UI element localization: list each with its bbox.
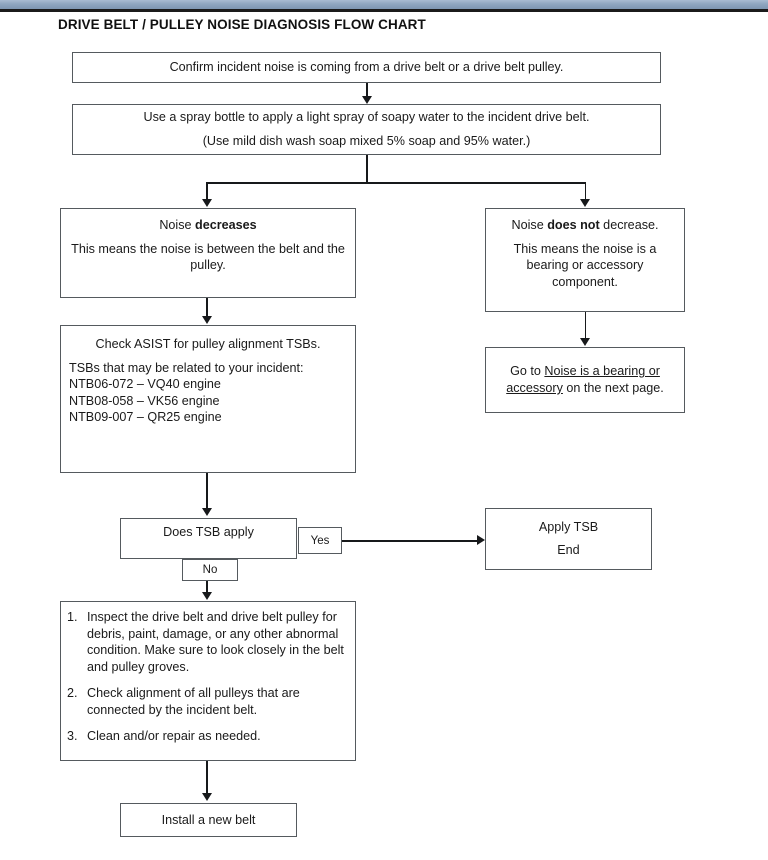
node-apply-soapy-water-line2: (Use mild dish wash soap mixed 5% soap a…: [202, 133, 531, 148]
connector-no-to-inspect: [206, 581, 208, 593]
connector-split-right-drop: [584, 182, 587, 200]
node-noise-decreases-heading-bold: decreases: [195, 218, 257, 232]
connector-spray-stem: [366, 155, 368, 183]
list-item-number: 2.: [67, 686, 78, 701]
node-noise-decreases-body: This means the noise is between the belt…: [71, 241, 345, 273]
page-title: DRIVE BELT / PULLEY NOISE DIAGNOSIS FLOW…: [58, 17, 426, 32]
decision-label-yes-text: Yes: [310, 534, 330, 547]
connector-yes-to-apply-tsb: [342, 540, 478, 542]
node-apply-tsb-end: Apply TSB End: [485, 508, 652, 570]
node-does-tsb-apply-text: Does TSB apply: [163, 525, 254, 539]
node-noise-decreases: Noise decreases This means the noise is …: [60, 208, 356, 298]
node-goto-next-page-link[interactable]: Noise is a bearing or accessory: [506, 364, 660, 395]
node-goto-next-page: Go to Noise is a bearing or accessory on…: [485, 347, 685, 413]
node-apply-soapy-water: Use a spray bottle to apply a light spra…: [72, 104, 661, 155]
connector-nodecrease-to-goto: [584, 312, 587, 338]
node-apply-soapy-water-line1: Use a spray bottle to apply a light spra…: [143, 110, 590, 125]
node-confirm-noise: Confirm incident noise is coming from a …: [72, 52, 661, 83]
arrowhead-no-to-inspect: [201, 592, 212, 600]
connector-inspect-to-install: [206, 761, 208, 794]
node-noise-does-not-decrease: Noise does not decrease. This means the …: [485, 208, 685, 312]
arrowhead-inspect-to-install: [201, 793, 212, 801]
node-noise-does-not-decrease-body: This means the noise is a bearing or acc…: [513, 241, 657, 289]
list-item-text: Inspect the drive belt and drive belt pu…: [87, 610, 344, 675]
node-goto-next-page-prefix: Go to: [510, 364, 545, 379]
list-item-text: Check alignment of all pulleys that are …: [87, 686, 300, 718]
node-noise-decreases-heading-prefix: Noise: [159, 218, 196, 232]
node-check-asist-intro: TSBs that may be related to your inciden…: [69, 360, 304, 375]
list-item-number: 3.: [67, 729, 78, 744]
node-inspection-steps: 1. Inspect the drive belt and drive belt…: [60, 601, 356, 761]
node-does-tsb-apply: Does TSB apply: [120, 518, 297, 559]
node-apply-tsb-line1: Apply TSB: [538, 519, 599, 534]
node-check-asist-tsb-1: NTB08-058 – VK56 engine: [69, 393, 220, 408]
list-item-number: 1.: [67, 610, 78, 624]
connector-split-left-drop: [206, 182, 208, 200]
node-install-new-belt-text: Install a new belt: [161, 812, 256, 827]
list-item: 1. Inspect the drive belt and drive belt…: [67, 609, 347, 676]
list-item: 3. Clean and/or repair as needed.: [67, 728, 347, 745]
header-accent-band: [0, 0, 768, 9]
connector-split-horizontal: [206, 182, 586, 184]
connector-confirm-to-spray: [366, 83, 368, 97]
node-install-new-belt: Install a new belt: [120, 803, 297, 837]
node-confirm-noise-text: Confirm incident noise is coming from a …: [169, 60, 564, 75]
decision-label-no: No: [182, 559, 238, 581]
header-rule: [0, 9, 768, 12]
node-goto-next-page-suffix: on the next page.: [562, 381, 664, 395]
arrowhead-to-noise-decreases: [201, 199, 212, 207]
arrowhead-confirm-to-spray: [361, 96, 372, 104]
node-goto-next-page-text: Go to Noise is a bearing or accessory on…: [493, 363, 677, 396]
node-noise-does-not-decrease-heading-prefix: Noise: [511, 218, 548, 232]
node-check-asist-tsb-0: NTB06-072 – VQ40 engine: [69, 377, 221, 392]
arrowhead-yes-to-apply-tsb: [477, 534, 485, 545]
list-item: 2. Check alignment of all pulleys that a…: [67, 685, 347, 718]
connector-decreases-to-asist: [206, 298, 208, 317]
list-item-text: Clean and/or repair as needed.: [87, 729, 261, 744]
node-check-asist: Check ASIST for pulley alignment TSBs. T…: [60, 325, 356, 473]
arrowhead-nodecrease-to-goto: [580, 338, 590, 346]
connector-asist-to-decision: [206, 473, 208, 509]
node-apply-tsb-line2: End: [557, 543, 580, 558]
node-noise-does-not-decrease-heading-suffix: decrease.: [599, 218, 659, 232]
decision-label-yes: Yes: [298, 527, 342, 554]
arrowhead-to-noise-does-not-decrease: [580, 199, 590, 207]
node-noise-does-not-decrease-heading: Noise does not decrease.: [512, 217, 659, 234]
arrowhead-decreases-to-asist: [201, 316, 212, 324]
node-noise-decreases-heading: Noise decreases: [159, 217, 256, 234]
node-check-asist-heading: Check ASIST for pulley alignment TSBs.: [95, 337, 321, 351]
node-noise-does-not-decrease-heading-bold: does not: [547, 218, 600, 232]
decision-label-no-text: No: [202, 564, 218, 576]
arrowhead-asist-to-decision: [201, 508, 212, 516]
node-check-asist-tsb-2: NTB09-007 – QR25 engine: [69, 410, 222, 425]
